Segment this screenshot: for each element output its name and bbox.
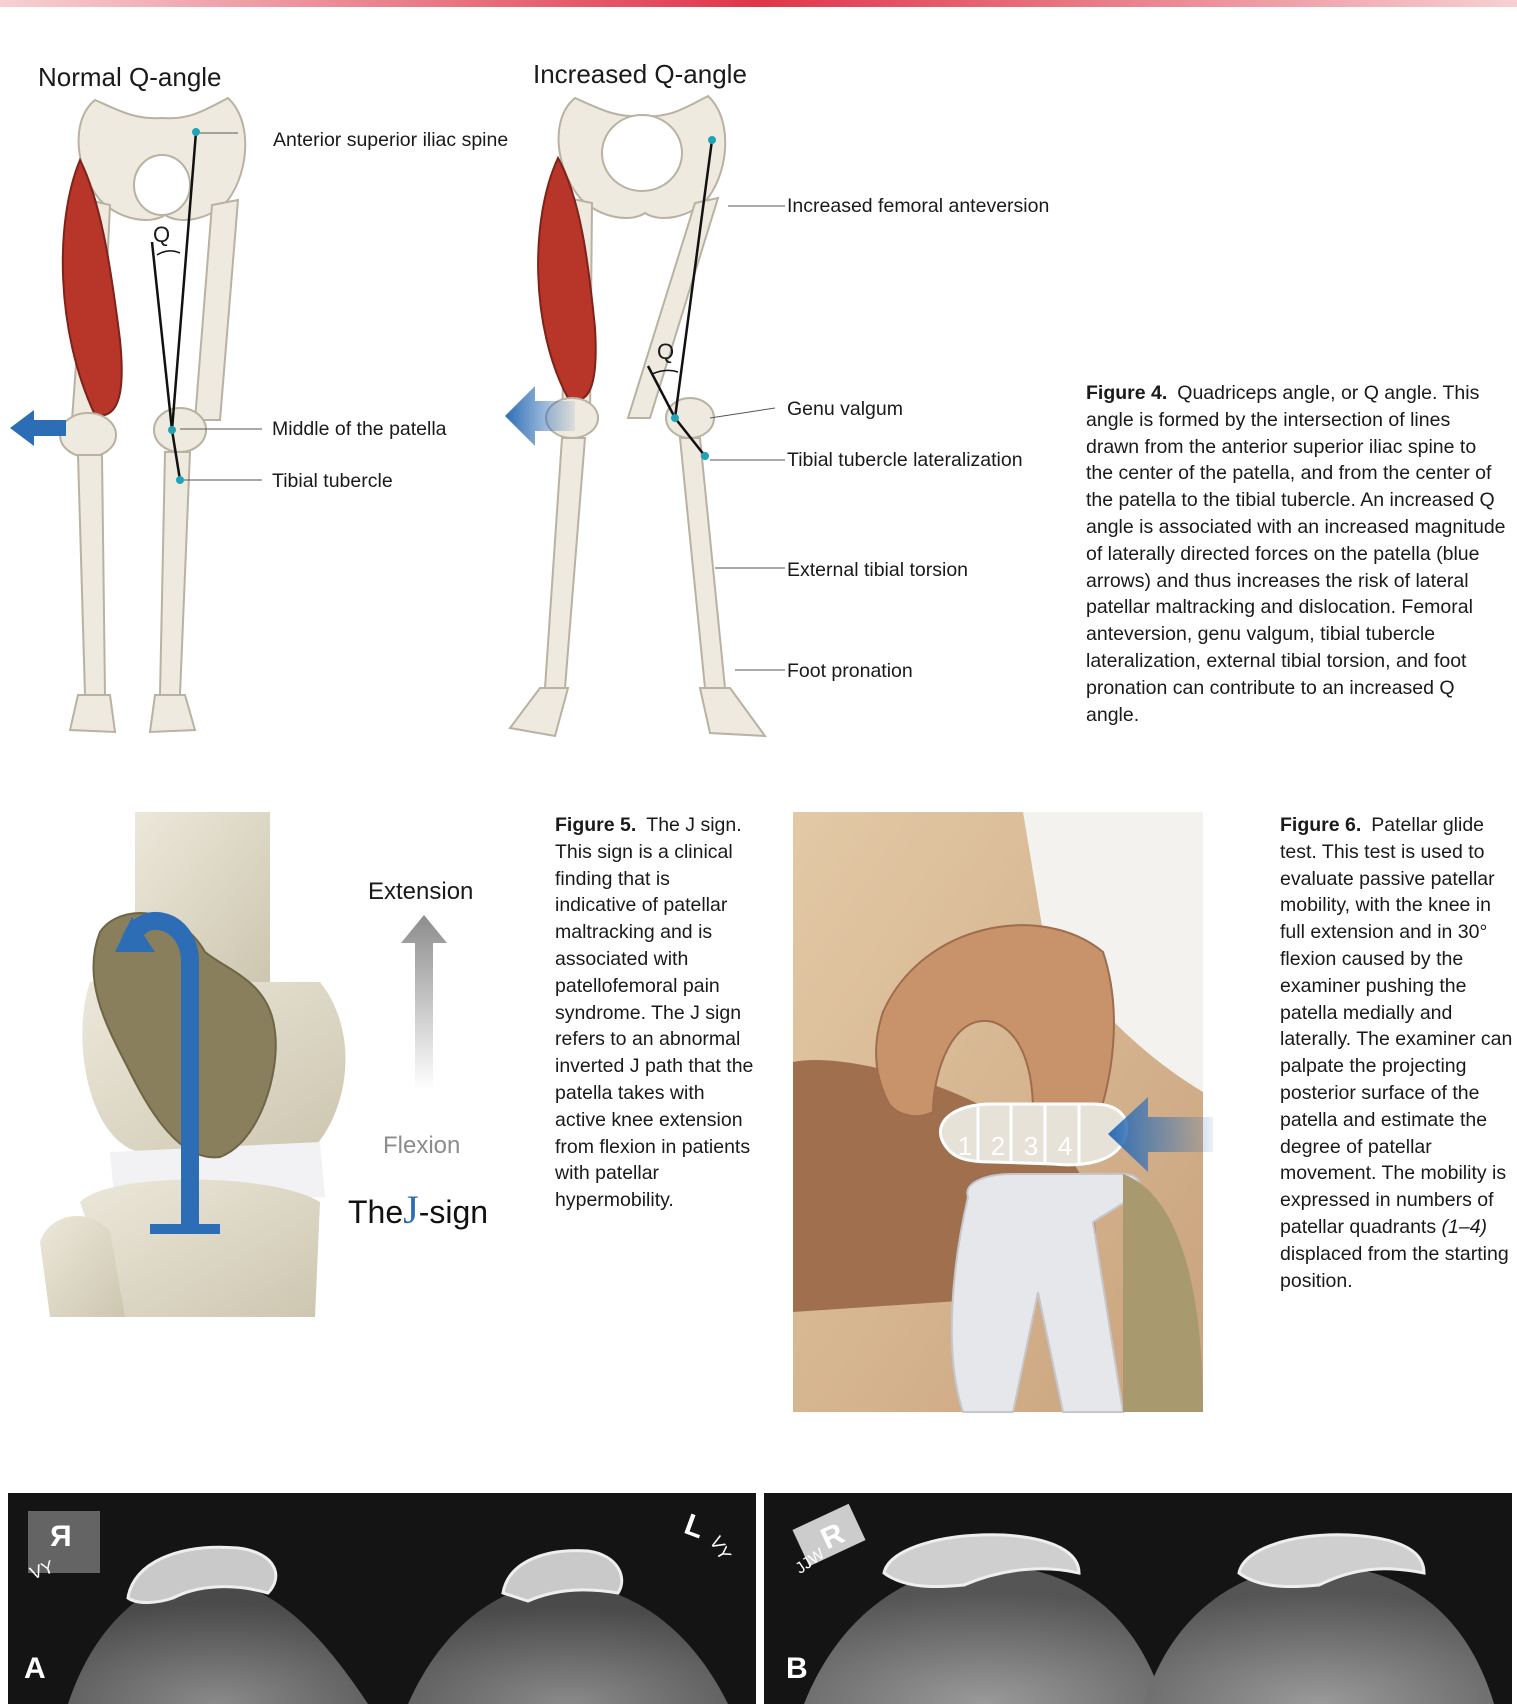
figure-4-caption: Figure 4.Quadriceps angle, or Q angle. T… xyxy=(1086,380,1506,728)
flexion-label: Flexion xyxy=(383,1132,461,1159)
figure-4-caption-label: Figure 4. xyxy=(1086,382,1168,404)
figure-6-caption-text-before: Patellar glide test. This test is used t… xyxy=(1280,814,1513,1238)
patellar-glide-test-illustration xyxy=(793,812,1213,1413)
extension-label: Extension xyxy=(368,878,474,905)
figure-4-caption-text: Quadriceps angle, or Q angle. This angle… xyxy=(1086,382,1506,726)
extension-arrow xyxy=(401,915,447,1090)
xray-panel-a-label: A xyxy=(24,1652,46,1685)
label-tibial-tubercle: Tibial tubercle xyxy=(272,470,393,492)
j-sign-prefix: The xyxy=(348,1194,404,1230)
j-sign-suffix: -sign xyxy=(418,1194,489,1230)
xray-a-marker-right-side: R xyxy=(50,1520,72,1553)
quadrant-1: 1 xyxy=(957,1131,973,1161)
quadrant-4: 4 xyxy=(1057,1131,1073,1161)
xray-panel-b-label: B xyxy=(786,1652,808,1685)
label-genu-valgum: Genu valgum xyxy=(787,398,903,420)
figure-6-caption-text-after: displaced from the starting position. xyxy=(1280,1242,1509,1292)
label-middle-of-patella: Middle of the patella xyxy=(272,418,447,440)
label-tibial-tubercle-lateralization: Tibial tubercle lateralization xyxy=(787,449,1023,471)
label-external-tibial-torsion: External tibial torsion xyxy=(787,559,969,581)
figure-6-caption: Figure 6.Patellar glide test. This test … xyxy=(1280,812,1513,1294)
blue-force-arrow-right-figure xyxy=(505,386,575,446)
q-symbol-left: Q xyxy=(153,222,171,247)
label-anterior-superior-iliac-spine: Anterior superior iliac spine xyxy=(273,129,509,151)
normal-q-angle-illustration xyxy=(10,96,262,734)
top-accent-bar xyxy=(0,0,1517,7)
label-foot-pronation: Foot pronation xyxy=(787,660,913,682)
xray-panel-a xyxy=(8,1493,756,1704)
figure-5-caption: Figure 5.The J sign. This sign is a clin… xyxy=(555,812,755,1214)
quadrant-2: 2 xyxy=(990,1131,1006,1161)
quadrant-3: 3 xyxy=(1023,1131,1039,1161)
xray-panel-b xyxy=(764,1493,1512,1704)
j-sign-letter: J xyxy=(403,1187,419,1232)
figure-6-caption-italic: (1–4) xyxy=(1441,1215,1488,1238)
j-sign-label: TheJ-sign xyxy=(348,1186,488,1233)
figure-5-caption-text: The J sign. This sign is a clinical find… xyxy=(555,814,754,1212)
figure-5-caption-label: Figure 5. xyxy=(555,814,637,836)
normal-q-angle-title: Normal Q-angle xyxy=(38,62,222,92)
j-sign-illustration xyxy=(40,812,346,1317)
label-increased-femoral-anteversion: Increased femoral anteversion xyxy=(787,195,1050,217)
increased-q-angle-title: Increased Q-angle xyxy=(533,59,747,89)
figure-6-caption-label: Figure 6. xyxy=(1280,814,1362,836)
increased-q-angle-illustration xyxy=(508,94,785,738)
q-symbol-right: Q xyxy=(657,339,675,364)
